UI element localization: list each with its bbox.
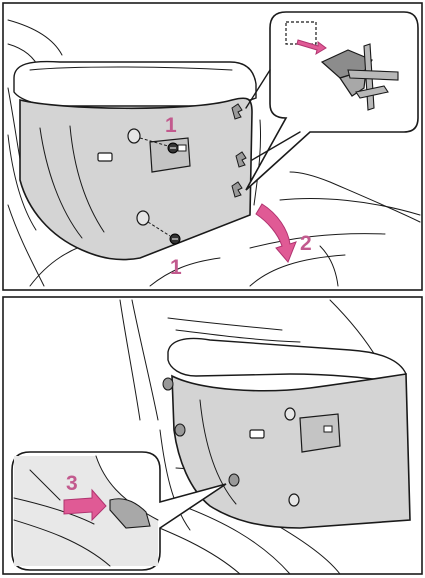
panel-slot [250,430,264,438]
screw-hole [128,129,140,143]
top-figure: 1 1 2 [3,3,422,290]
callout-label: 1 [170,256,182,279]
bottom-figure: 3 [3,297,422,574]
callout-label: 2 [300,232,312,255]
panel-recess [150,138,190,172]
screw-hole [285,408,295,420]
panel-slot [98,153,112,161]
screw-hole [137,211,149,225]
screw-hole [289,494,299,506]
clip-icon [229,474,239,486]
panel-recess [300,414,340,452]
clip-icon [163,378,173,390]
callout-label: 1 [165,114,177,137]
clip-icon [175,424,185,436]
callout-label: 3 [66,472,78,495]
